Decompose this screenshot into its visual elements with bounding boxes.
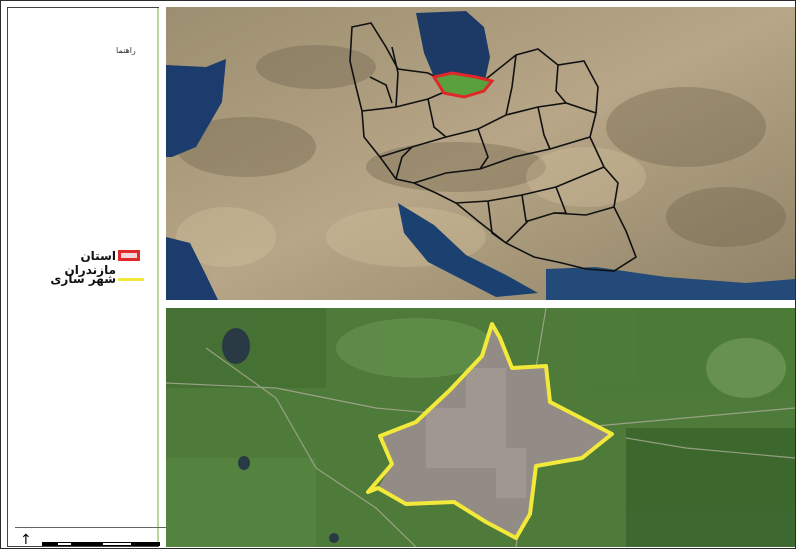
legend-panel: راهنما استان مازندران شهر ساری ↑ bbox=[7, 7, 167, 548]
map-footer: ↑ bbox=[15, 527, 167, 555]
iran-overview-map bbox=[166, 7, 795, 300]
legend-title: راهنما bbox=[116, 46, 136, 55]
red-outline-swatch bbox=[118, 250, 140, 261]
western-sea bbox=[166, 59, 226, 157]
sari-city-map bbox=[166, 308, 795, 547]
red-sea bbox=[166, 237, 218, 300]
caspian-sea bbox=[416, 11, 490, 87]
legend-item-label: استان مازندران bbox=[64, 249, 116, 277]
yellow-line-swatch bbox=[118, 278, 144, 281]
legend-item-mazandaran-province: استان مازندران bbox=[8, 247, 160, 277]
north-arrow-icon: ↑ bbox=[20, 532, 32, 548]
pond bbox=[329, 533, 339, 543]
sari-city-boundary bbox=[366, 322, 614, 540]
pond bbox=[222, 328, 250, 364]
panel-divider bbox=[157, 8, 159, 546]
urban-area bbox=[378, 324, 612, 538]
scale-bar bbox=[42, 542, 160, 546]
legend-item-label: شهر ساری bbox=[50, 272, 116, 286]
gulf-of-oman bbox=[546, 267, 795, 300]
legend-item-sari-city: شهر ساری bbox=[8, 270, 160, 290]
mazandaran-province-outline bbox=[431, 71, 495, 99]
pond bbox=[238, 456, 250, 470]
map-divider bbox=[166, 300, 795, 308]
persian-gulf bbox=[398, 203, 538, 297]
